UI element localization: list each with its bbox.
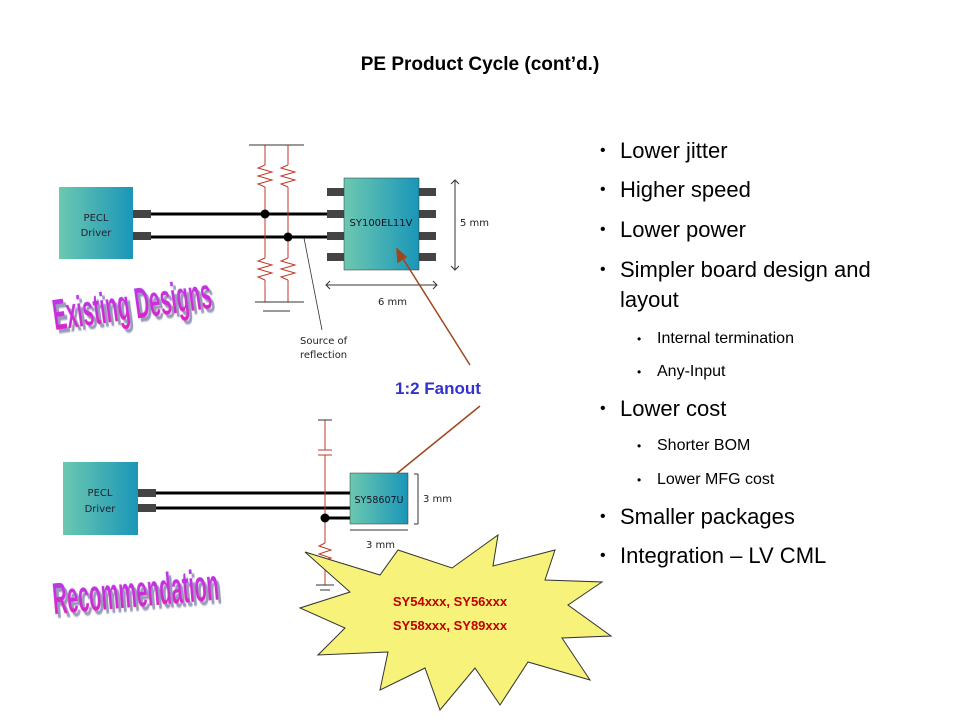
chip-sy100el11v bbox=[343, 177, 420, 271]
bullet-item: •Higher speed bbox=[600, 177, 751, 202]
recommendation-wordart-text: Recommendation bbox=[51, 561, 221, 624]
driver-label: PECL bbox=[84, 213, 109, 224]
sub-bullet-item: •Internal termination bbox=[637, 330, 794, 347]
chip-label: SY100EL11V bbox=[350, 218, 413, 229]
bullet-item: •Integration – LV CML bbox=[600, 543, 827, 568]
chip-label: SY58607U bbox=[354, 495, 403, 506]
reflection-note: reflection bbox=[300, 350, 347, 361]
existing-designs-wordart-text: Existing Designs bbox=[50, 271, 215, 340]
width-dimension: 6 mm bbox=[378, 297, 407, 308]
sub-bullet-item: •Any-Input bbox=[637, 363, 726, 380]
termination-resistors bbox=[256, 145, 297, 302]
chip-sy58607u bbox=[349, 472, 409, 525]
pecl-driver-box bbox=[63, 462, 138, 535]
recommendation-diagram: PECL Driver SY58607U 3 mm 3 mm Recommend… bbox=[51, 419, 613, 711]
pecl-driver-box bbox=[59, 187, 133, 259]
driver-label: Driver bbox=[85, 504, 117, 515]
driver-label: Driver bbox=[81, 228, 113, 239]
reflection-note: Source of bbox=[300, 336, 348, 347]
bullet-item: •Lower cost bbox=[600, 396, 727, 421]
existing-designs-wordart: Existing Designs bbox=[50, 271, 215, 340]
existing-design-diagram: PECL Driver SY100EL11V 5 mm bbox=[50, 144, 489, 361]
starburst-callout bbox=[298, 533, 613, 711]
bullet-item: •Lower jitter bbox=[600, 138, 728, 163]
height-dimension: 3 mm bbox=[423, 494, 452, 505]
fanout-arrows bbox=[382, 247, 481, 486]
fanout-label: 1:2 Fanout bbox=[395, 379, 481, 398]
height-dimension: 5 mm bbox=[460, 218, 489, 229]
slide-title: PE Product Cycle (cont’d.) bbox=[360, 54, 600, 75]
driver-label: PECL bbox=[88, 488, 113, 499]
burst-text: SY58xxx, SY89xxx bbox=[393, 618, 508, 633]
burst-text: SY54xxx, SY56xxx bbox=[393, 594, 508, 609]
sub-bullet-item: •Shorter BOM bbox=[637, 437, 751, 454]
width-dimension: 3 mm bbox=[366, 540, 395, 551]
bullet-item: •Smaller packages bbox=[600, 504, 795, 529]
sub-bullet-item: •Lower MFG cost bbox=[637, 471, 775, 488]
recommendation-wordart: Recommendation bbox=[51, 561, 221, 624]
bullet-item: •Lower power bbox=[600, 217, 746, 242]
